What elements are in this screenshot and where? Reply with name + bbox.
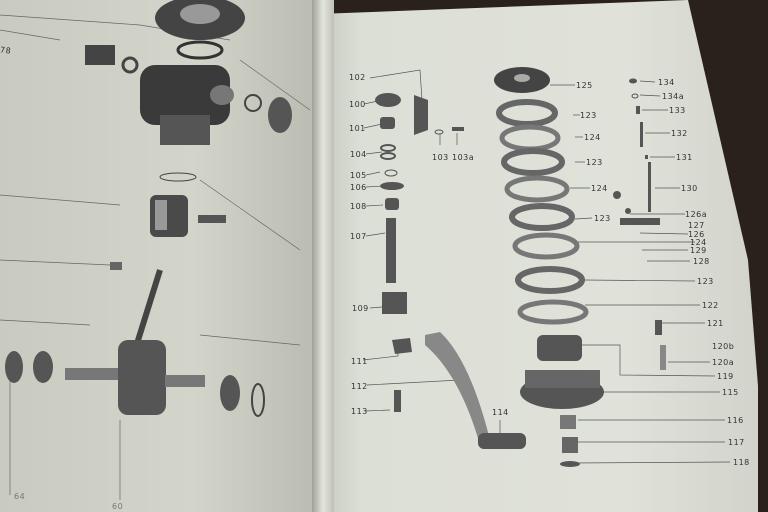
piston-pin <box>198 215 226 223</box>
crankshaft <box>65 269 205 415</box>
part-label-133: 133 <box>669 106 686 115</box>
part-label-100: 100 <box>349 100 366 109</box>
part-label-103: 103 <box>432 153 449 162</box>
clutch-stack <box>494 67 604 467</box>
part-label-109: 109 <box>352 304 369 313</box>
part-label-105: 105 <box>350 171 367 180</box>
part-label-104: 104 <box>350 150 367 159</box>
part-label-123: 123 <box>580 111 597 120</box>
kickstart-parts <box>375 78 666 449</box>
part-label: 64 <box>14 492 26 501</box>
piston <box>150 195 188 237</box>
reed-part <box>85 45 115 65</box>
part-label-114: 114 <box>492 408 509 417</box>
part-label-119: 119 <box>717 372 734 381</box>
part-label-112: 112 <box>351 382 368 391</box>
part-label-124: 124 <box>584 133 601 142</box>
part-label-120b: 120b <box>712 342 735 351</box>
intake-fins <box>268 97 292 133</box>
part-label-123: 123 <box>594 214 611 223</box>
part-label-118: 118 <box>733 458 750 467</box>
part-label-129: 129 <box>690 246 707 255</box>
part-label-116: 116 <box>727 416 744 425</box>
part-label-101: 101 <box>349 124 366 133</box>
part-label-127: 127 <box>688 221 705 230</box>
part-label-107: 107 <box>350 232 367 241</box>
part-label-131: 131 <box>676 153 693 162</box>
part-label-111: 111 <box>351 357 368 366</box>
part-label-132: 132 <box>671 129 688 138</box>
part-label-106: 106 <box>350 183 367 192</box>
part-label-126a: 126a <box>685 210 708 219</box>
part-label-120a: 120a <box>712 358 735 367</box>
book-gutter <box>312 0 334 512</box>
part-label-126: 126 <box>688 230 705 239</box>
part-label: 78 <box>0 45 12 56</box>
part-label-108: 108 <box>350 202 367 211</box>
part-label-134a: 134a <box>662 92 685 101</box>
part-label-117: 117 <box>728 438 745 447</box>
part-label-103a: 103a <box>452 153 475 162</box>
part-label-134: 134 <box>658 78 675 87</box>
part-label-122: 122 <box>702 301 719 310</box>
part-label: 60 <box>112 502 124 511</box>
part-label-123: 123 <box>697 277 714 286</box>
part-label-130: 130 <box>681 184 698 193</box>
part-label-124: 124 <box>690 238 707 247</box>
part-label-102: 102 <box>349 73 366 82</box>
part-label-121: 121 <box>707 319 724 328</box>
part-label-113: 113 <box>351 407 368 416</box>
part-label-123: 123 <box>586 158 603 167</box>
part-label-115: 115 <box>722 388 739 397</box>
part-label-128: 128 <box>693 257 710 266</box>
part-label-125: 125 <box>576 81 593 90</box>
cylinder <box>140 65 234 145</box>
head-gasket <box>176 40 224 60</box>
part-label-124: 124 <box>591 184 608 193</box>
right-leader-lines <box>362 69 731 464</box>
cylinder-head <box>155 0 245 40</box>
